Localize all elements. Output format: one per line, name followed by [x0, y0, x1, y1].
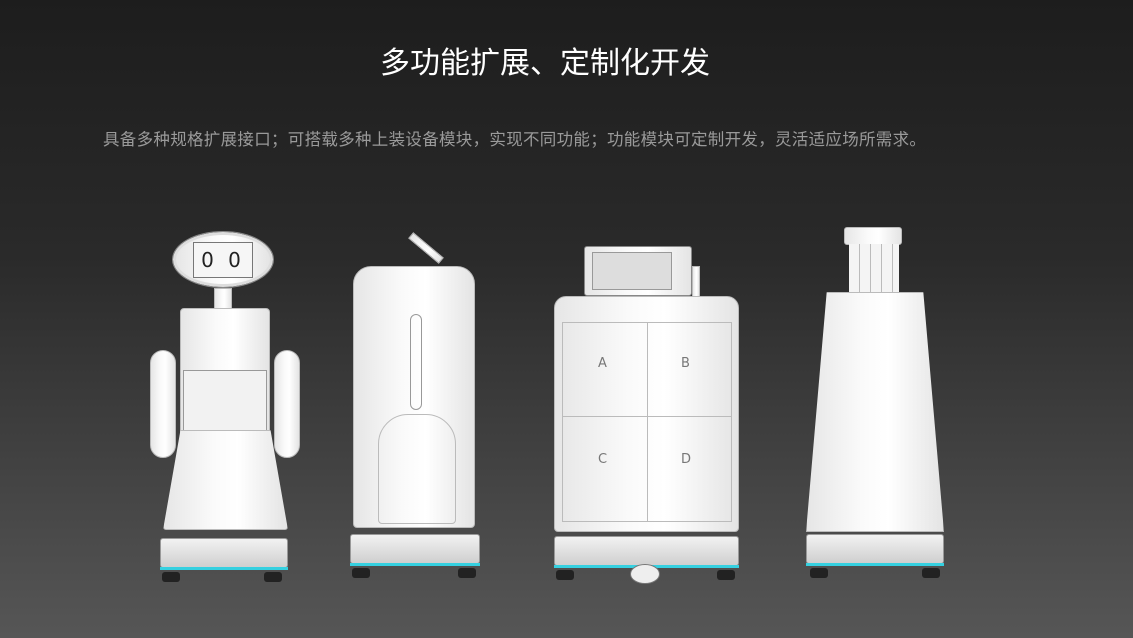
compartment-d-label: D [681, 452, 692, 467]
locker-robot-image: A B C D [552, 244, 742, 590]
compartment-b-label: B [681, 356, 690, 371]
disinfection-robot-image [348, 232, 483, 590]
uv-tower-robot-image [804, 224, 949, 590]
compartment-a-label: A [598, 356, 607, 371]
page-subtitle: 具备多种规格扩展接口；可搭载多种上装设备模块，实现不同功能；功能模块可定制开发，… [103, 130, 927, 149]
reception-robot-image: 0 0 [148, 230, 303, 590]
robot-face: 0 0 [193, 242, 253, 278]
compartment-c-label: C [598, 452, 608, 467]
page-title: 多功能扩展、定制化开发 [380, 46, 710, 81]
